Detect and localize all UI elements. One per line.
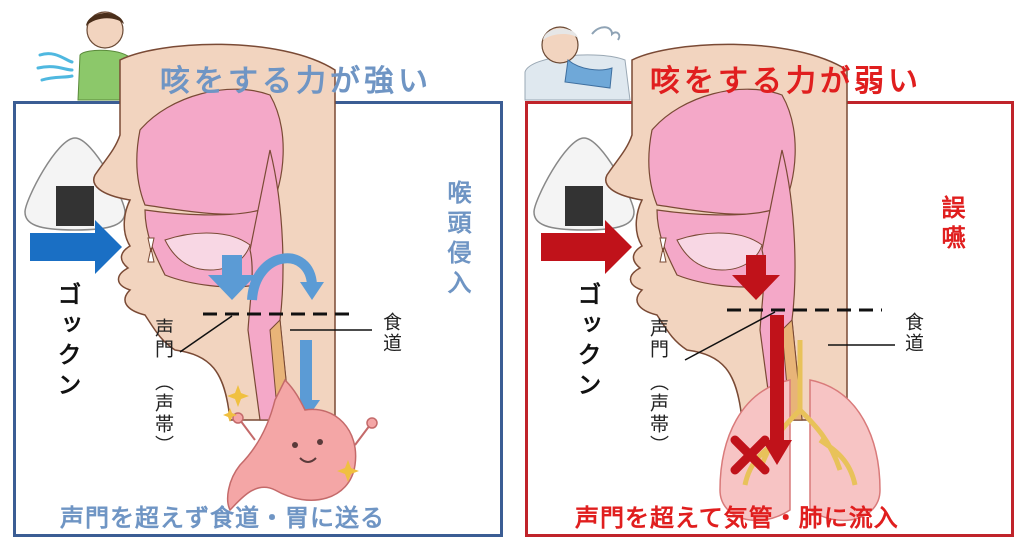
- bedridden-person-icon: [524, 26, 631, 101]
- left-glottis-label: 声門: [152, 318, 174, 360]
- sparkle-icon: [223, 385, 359, 482]
- right-esophagus-label: 食道: [902, 312, 924, 354]
- left-caption: 声門を超えず食道・胃に送る: [60, 504, 385, 532]
- left-swallow-label: ゴックン: [53, 282, 81, 402]
- right-glottis-leader-line: [684, 311, 776, 361]
- right-swallow-label: ゴックン: [573, 282, 601, 402]
- left-esophagus-label: 食道: [380, 312, 402, 354]
- right-aspiration-arrow-icon: [762, 315, 792, 465]
- right-caption: 声門を超えて気管・肺に流入: [575, 504, 899, 532]
- right-swallow-arrow-icon: [541, 220, 632, 274]
- right-entry-arrow-icon: [732, 255, 780, 300]
- left-blocked-entry-arrow-icon: [208, 255, 256, 300]
- cross-mark-icon: [730, 435, 770, 475]
- left-glottis-leader-line: [179, 315, 233, 353]
- left-swallow-arrow-icon: [30, 220, 122, 274]
- right-throat-cross-section-icon: [605, 43, 848, 421]
- left-throat-cross-section-icon: [93, 43, 336, 421]
- left-vocal-cords-label: （声帯）: [152, 372, 174, 456]
- left-vertical-label: 喉頭侵入: [443, 180, 471, 300]
- left-redirect-arrow-icon: [247, 253, 324, 301]
- right-heading: 咳をする力が弱い: [650, 64, 922, 99]
- right-glottis-label: 声門: [647, 318, 669, 360]
- left-heading: 咳をする力が強い: [160, 64, 432, 99]
- right-vocal-cords-label: （声帯）: [647, 372, 669, 456]
- right-vertical-label: 誤嚥: [937, 195, 965, 255]
